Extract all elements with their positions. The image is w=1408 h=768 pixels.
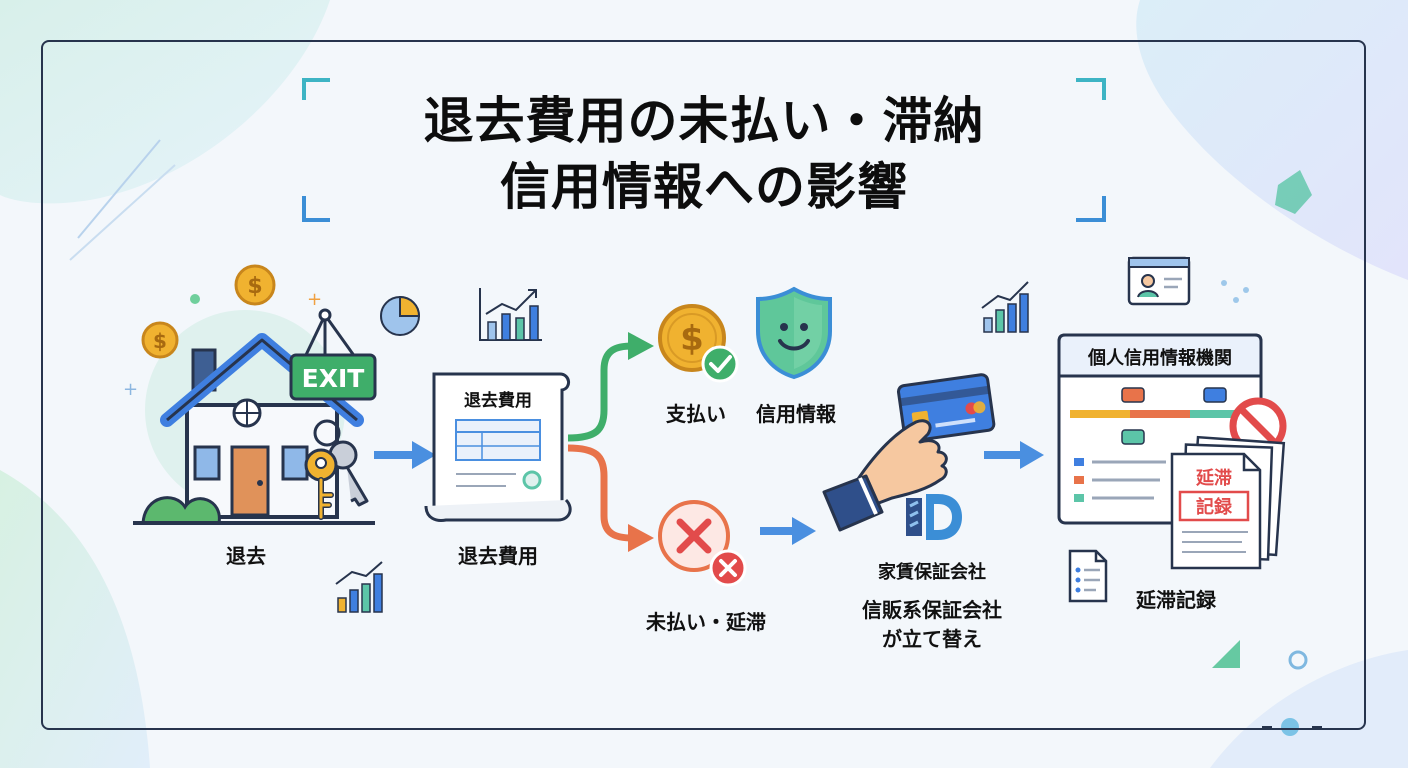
exit-sign-icon: EXIT — [289, 308, 377, 401]
svg-text:+: + — [123, 379, 138, 400]
page-title: 退去費用の未払い・滞納 信用情報への影響 — [300, 88, 1108, 220]
chart-icon — [335, 561, 383, 613]
svg-text:+: + — [307, 289, 322, 310]
pie-chart-icon — [380, 295, 421, 336]
paid-label: 支払い — [666, 402, 726, 426]
check-icon — [701, 345, 739, 383]
guarantor-logo-icon — [906, 494, 962, 540]
arrow-icon — [984, 441, 1044, 469]
coin-icon: $ — [141, 321, 179, 359]
branch-arrows — [567, 332, 654, 552]
credit-panel-title: 個人信用情報機関 — [1087, 347, 1232, 369]
arrow-icon — [374, 441, 436, 469]
profile-card-icon — [1127, 256, 1191, 306]
arrow-icon — [760, 517, 816, 545]
svg-text:$: $ — [680, 319, 704, 359]
svg-text:$: $ — [247, 274, 262, 299]
move-out-illustration: $ $ + + EXIT — [123, 264, 377, 525]
credit-info-label: 信用情報 — [756, 402, 836, 426]
title-brackets — [302, 78, 1106, 222]
credit-panel-icon: 個人信用情報機関 延滞 記録 — [1057, 333, 1287, 570]
move-out-label: 退去 — [226, 544, 266, 568]
title-line-2: 信用情報への影響 — [500, 158, 908, 216]
guarantor-sub-line-1: 信販系保証会社 — [862, 598, 1002, 622]
delinquency-record-label: 延滞記録 — [1136, 588, 1216, 612]
chart-icon — [981, 281, 1029, 333]
content-frame — [41, 40, 1366, 730]
document-icon: 退去費用 — [424, 372, 572, 522]
coin-icon: $ — [234, 264, 276, 306]
cross-icon — [658, 500, 747, 587]
guarantor-company-label: 家賃保証会社 — [878, 562, 986, 583]
title-line-1: 退去費用の未払い・滞納 — [423, 92, 985, 150]
fee-document-label: 退去費用 — [458, 544, 538, 568]
stamp-line-2: 記録 — [1196, 496, 1233, 518]
stamp-line-1: 延滞 — [1195, 468, 1232, 489]
shield-smile-icon — [756, 286, 832, 380]
guarantor-sub-line-2: が立て替え — [882, 627, 982, 651]
hand-card-icon — [822, 373, 996, 532]
document-title: 退去費用 — [464, 390, 532, 411]
exit-sign-text: EXIT — [302, 364, 365, 393]
guarantor-subrogation-label: 信販系保証会社 が立て替え — [862, 596, 1002, 654]
record-document-icon: 延滞 記録 — [1170, 435, 1286, 570]
coin-icon: $ — [658, 304, 739, 383]
svg-text:$: $ — [153, 329, 167, 353]
record-list-icon — [1068, 549, 1108, 603]
keys-icon — [304, 419, 369, 520]
chart-icon — [479, 288, 542, 341]
unpaid-label: 未払い・延滞 — [646, 610, 766, 634]
